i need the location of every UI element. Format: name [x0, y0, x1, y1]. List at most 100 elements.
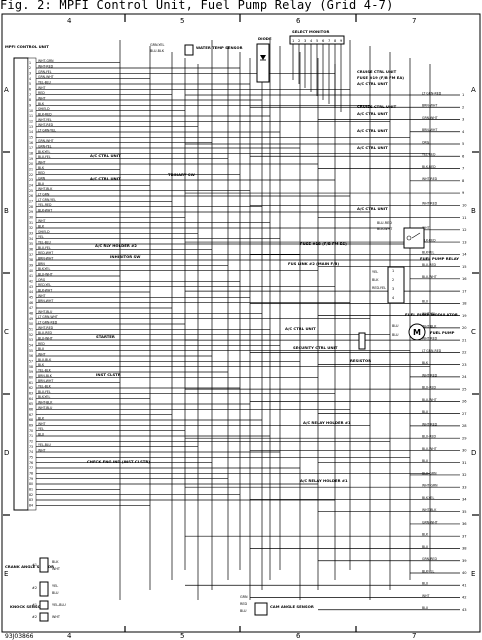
wire-label: BLK	[422, 361, 429, 365]
pin-number: 38	[462, 547, 467, 551]
monitor-pin: 2	[298, 39, 300, 43]
pin-number: 15	[462, 265, 467, 269]
ac-ctrl-5-label: A/C CTRL UNIT	[357, 206, 388, 211]
pin-number: 51	[29, 328, 33, 332]
wire-label: YEL-BLU	[52, 603, 66, 607]
pin-number: 77	[29, 466, 33, 470]
wire-label: BLK	[38, 166, 45, 170]
pin-number: 11	[462, 216, 467, 220]
pin-number: 16	[29, 141, 33, 145]
grid-row-D: D	[4, 449, 9, 457]
svg-text:1: 1	[392, 269, 394, 273]
pin-number: 43	[29, 285, 33, 289]
pin-number: 41	[29, 274, 33, 278]
wire-label: BLU-RED	[422, 435, 437, 439]
pin-number: 6	[462, 154, 465, 158]
pin-number: 27	[29, 200, 33, 204]
pin-number: 74	[29, 450, 33, 454]
wire-label: BRN-WHT	[38, 379, 53, 383]
grid-bottom: 4 5 6 7 93J03866	[5, 626, 416, 640]
grid-col-6-bottom: 6	[296, 632, 301, 640]
wire-label: YEL	[52, 584, 58, 588]
pin-number: 39	[462, 559, 467, 563]
wire-label: BLU	[422, 545, 429, 549]
wire-label: BLK-WHT	[377, 227, 393, 231]
pin-number: 66	[29, 408, 33, 412]
wire-label: LT GRN-RED	[422, 91, 442, 95]
pin-number: 27	[462, 412, 467, 416]
resistor: RESISTOR	[350, 332, 371, 363]
pin-number: 78	[29, 472, 33, 476]
check-eng-label: CHECK ENG IND (INST CLSTR)	[87, 459, 150, 464]
pin-number: 8	[29, 98, 31, 102]
pin-number: 73	[29, 445, 33, 449]
pin-number: 7	[462, 167, 464, 171]
wire-label: BLK-YEL	[38, 395, 50, 399]
grid-col-5: 5	[180, 17, 184, 25]
wire-label: WHT-BLU	[38, 406, 53, 410]
wire-label: BLU-BLK	[150, 49, 165, 53]
pin-number: 21	[29, 168, 33, 172]
pin-number: 34	[29, 237, 33, 241]
grid-col-7: 7	[412, 17, 416, 25]
mid-components: A/C RLY HOLDER #2 INHIBITOR SW STARTER A…	[87, 243, 351, 483]
wire-label: BLU	[422, 300, 429, 304]
grid-row-B: B	[4, 207, 9, 215]
wire-label: BLK-WHT	[38, 289, 52, 293]
pin-number: 59	[29, 370, 33, 374]
wire-label: BLU-RED	[377, 221, 392, 225]
wire-label: ORG	[38, 278, 46, 282]
monitor-pin: 3	[304, 39, 306, 43]
pin-number: 29	[29, 210, 33, 214]
pin-number: 26	[462, 400, 467, 404]
wire-label: BLK-RED	[422, 238, 436, 242]
monitor-pin: 5	[316, 39, 318, 43]
wire-label: LT GRN-YEL	[38, 129, 56, 133]
pin-number: 30	[462, 449, 467, 453]
pin-number: 5	[29, 82, 31, 86]
wire-label: BLU-WHT	[38, 273, 53, 277]
pin-number: 35	[462, 510, 467, 514]
grid-row-B-right: B	[471, 207, 476, 215]
pin-number: 17	[29, 146, 33, 150]
fuel-pump: M FUEL PUMP BLU BLU	[392, 323, 455, 341]
pin-number: 29	[462, 436, 467, 440]
wire-label: YEL-BLU	[38, 81, 52, 85]
wire-label: LT GRN-WHT	[38, 315, 58, 319]
wire-label: BRN	[38, 262, 45, 266]
svg-text:2: 2	[392, 278, 394, 282]
wire-label: BLU	[422, 459, 429, 463]
wire-label: BRN-BLK	[38, 374, 53, 378]
wire-label: LT GRN-RED	[38, 321, 58, 325]
wire-label: WHT	[38, 86, 46, 90]
pin-number: 7	[29, 93, 31, 97]
pin-number: 12	[462, 228, 467, 232]
pin-number: 14	[29, 130, 33, 134]
wire-label: WHT-RED	[38, 65, 54, 69]
fuse-19-label: FUSE #19 (F/B FM EA)	[357, 75, 404, 80]
wire-label: YEL-RED	[38, 203, 52, 207]
wire-label: BLK-YEL	[422, 251, 434, 255]
pin-number: 28	[29, 205, 33, 209]
svg-text:#1: #1	[32, 563, 37, 567]
ac-relay-holder-top-label: A/C RELAY HOLDER #1	[303, 420, 351, 425]
figure-id: 93J03866	[5, 633, 34, 640]
wire-label: WHT-YEL	[422, 312, 436, 316]
wire-label: WHT	[38, 353, 46, 357]
wire-label: GRN	[38, 177, 46, 181]
wire-label: BLU-BLK	[38, 358, 52, 362]
cam-angle-sensor: CAM ANGLE SENSOR GRN RED BLU	[240, 595, 314, 616]
wire-label: YEL	[38, 427, 44, 431]
ac-ctrl-6-label: A/C CTRL UNIT	[285, 326, 316, 331]
pin-number: 24	[462, 375, 467, 379]
wire-label: ORG	[422, 140, 430, 144]
wire-label: BLK-YEL	[38, 150, 50, 154]
wire-label: BLU-RED	[38, 331, 53, 335]
pin-number: 25	[29, 189, 33, 193]
wire-label: RED-YEL	[38, 283, 51, 287]
wire-label: GRN-YEL	[150, 43, 165, 47]
pin-number: 17	[462, 289, 467, 293]
fuel-pump-relay: FUSE #18 (F/B FM ES) FUS LINK #2 (MAIN F…	[288, 221, 459, 266]
pin-number: 58	[29, 365, 33, 369]
